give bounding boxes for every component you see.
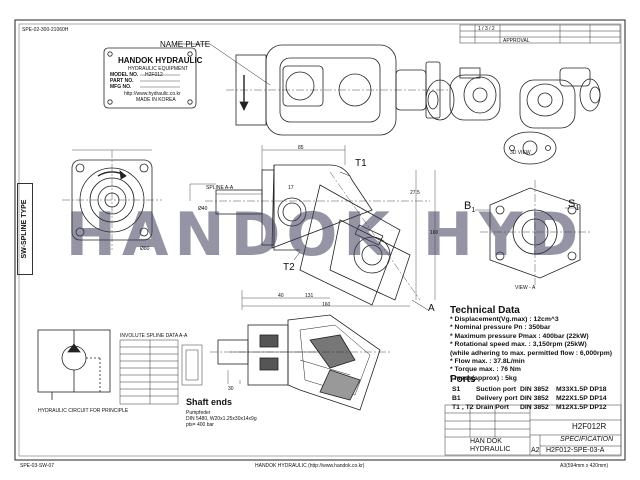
td-max-pressure: * Maximum pressure Pmax : 400bar (22kW): [450, 332, 589, 340]
spline-type-label: SW-SPLINE TYPE: [17, 183, 33, 275]
pump-3d-view-right: [519, 67, 601, 129]
company-name-line1: HAN DOK: [470, 438, 502, 445]
nameplate-brand: HANDOK HYDRAULIC: [118, 56, 203, 65]
t1-label: T1: [355, 158, 367, 169]
drawing-code-bottom: SPE-03-SW-07: [20, 463, 55, 469]
ports-title: Ports: [450, 374, 476, 385]
company-name-line2: HYDRAULIC: [470, 446, 511, 453]
dimension-d40: Ø40: [198, 206, 208, 212]
revision-table: [459, 24, 621, 44]
spline-data-table: [119, 339, 203, 405]
circuit-caption: HYDRAULIC CIRCUIT FOR PRINCIPLE: [38, 408, 129, 414]
port-size: M12X1.5P DP12: [556, 404, 607, 411]
technical-data-panel: Technical Data * Displacement(Vg.max) : …: [450, 305, 620, 383]
drawing-number: H2F012R: [572, 422, 607, 431]
td-flow: * Flow max. : 37.8L/min: [450, 358, 525, 366]
t2-label: T2: [283, 262, 295, 273]
dimension-27-5: 27.5: [410, 190, 420, 196]
sheet-size: A2: [531, 447, 540, 454]
s1-label: S1: [568, 198, 580, 213]
port-row-t1-t2: T1 , T2 Drain Port DIN 3852 M12X1.5P DP1…: [452, 404, 622, 413]
port-name: Delivery port: [476, 395, 518, 402]
dimension-17: 17: [288, 185, 294, 191]
shaft-spec-line3: pts= 400 bar: [186, 422, 214, 428]
td-nominal-pressure: * Nominal pressure Pn : 350bar: [450, 324, 551, 332]
nameplate-caption: NAME PLATE: [160, 40, 211, 49]
port-standard: DIN 3852: [520, 395, 549, 402]
pump-side-view: [189, 145, 436, 311]
involute-caption: INVOLUTE SPLINE DATA A-A: [120, 333, 188, 339]
nameplate-subtitle: HYDRAULIC EQUIPMENT: [128, 66, 189, 72]
nameplate-mfg-label: MFG NO.: [110, 84, 132, 90]
nameplate-url: http://www.hydraulic.co.kr: [124, 91, 181, 97]
shaft-spec-line2: DIN 5480, W20x1.25x30x14x9g: [186, 416, 257, 422]
sheet-size-footer: A3(594mm x 420mm): [560, 463, 609, 469]
title-block: [444, 404, 622, 456]
port-code: B1: [452, 395, 461, 402]
nameplate-origin: MADE IN KOREA: [136, 97, 176, 103]
pump-top-view: [226, 44, 450, 136]
dimension-30: 30: [228, 386, 234, 392]
td-rotational-speed: * Rotational speed max. : 3,150rpm (25kW…: [450, 341, 587, 349]
view-a-arrow-label: A: [428, 303, 435, 314]
view-a-drawing: [475, 131, 592, 285]
port-name: Drain Port: [476, 404, 509, 411]
dimension-40: 40: [278, 293, 284, 299]
port-size: M22X1.5P DP14: [556, 395, 607, 402]
company-url-footer: HANDOK HYDRAULIC (http://www.handok.co.k…: [255, 463, 365, 469]
drawing-code-top: SPE-02-300-21060H: [22, 27, 69, 33]
port-code: S1: [452, 386, 461, 393]
shaft-spec-line1: Pumpfeder: [186, 410, 211, 416]
view-a-label: VIEW - A: [515, 285, 536, 291]
port-code: T1 , T2: [452, 404, 474, 411]
nameplate-drawing: [103, 43, 271, 109]
document-code: H2F012-SPE-03-A: [546, 447, 605, 454]
nameplate-model-value: H2F012: [145, 72, 163, 78]
dimension-131: 131: [305, 293, 314, 299]
port-row-s1: S1 Suction port DIN 3852 M33X1.5P DP18: [452, 386, 622, 395]
document-type: SPECIFICATION: [560, 436, 614, 443]
3d-view-label: 3D VIEW: [510, 150, 531, 156]
watermark: HANDOK HYD: [65, 200, 585, 270]
nameplate-part-label: PART NO.: [110, 78, 134, 84]
approval-label: APPROVAL: [503, 38, 530, 44]
hydraulic-circuit-symbol: [37, 329, 111, 400]
port-row-b1: B1 Delivery port DIN 3852 M22X1.5P DP14: [452, 395, 622, 404]
revision-number: 1 / 3 / 2: [478, 26, 495, 32]
td-mass: * mass(approx) : 5kg: [450, 374, 517, 382]
td-displacement: * Displacement(Vg.max) : 12cm^3: [450, 316, 559, 323]
b1-label: B1: [464, 200, 476, 215]
spline-section-label: SPLINE A-A: [206, 185, 234, 191]
port-standard: DIN 3852: [520, 386, 549, 393]
dimension-160: 160: [322, 302, 331, 308]
td-torque: * Torque max. : 76 Nm: [450, 366, 521, 374]
technical-data-title: Technical Data: [450, 305, 520, 316]
port-name: Suction port: [476, 386, 517, 393]
shaft-ends-title: Shaft ends: [186, 397, 233, 407]
dimension-160-vertical: 160: [430, 230, 439, 236]
port-standard: DIN 3852: [520, 404, 549, 411]
dimension-85: 85: [298, 145, 304, 151]
pump-3d-view-left: [425, 67, 501, 121]
nameplate-model-label: MODEL NO.: [110, 72, 139, 78]
flange-front-view: [62, 149, 162, 250]
td-speed-note: (while adhering to max. permitted flow :…: [450, 349, 613, 357]
pump-section-view: [210, 314, 390, 411]
dimension-d80: Ø80: [140, 246, 150, 252]
port-size: M33X1.5P DP18: [556, 386, 607, 393]
